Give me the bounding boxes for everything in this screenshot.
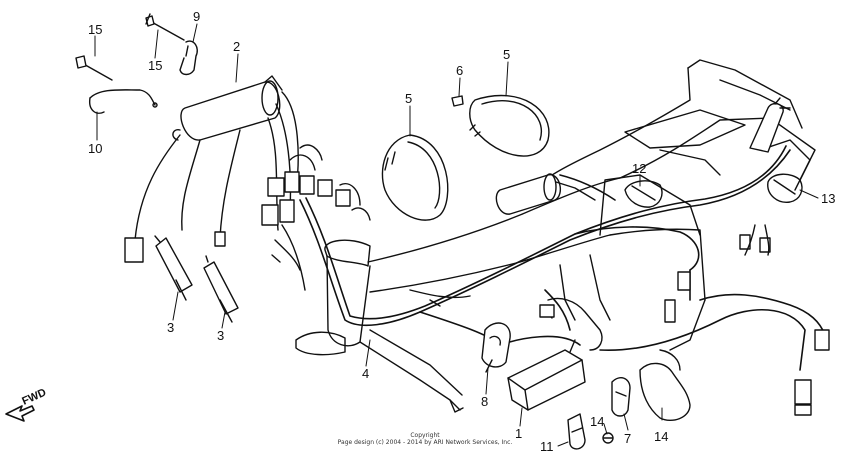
clip-6 — [451, 95, 464, 107]
callout-3-left: 3 — [167, 320, 174, 335]
callout-8: 8 — [481, 394, 488, 409]
harness-band-right — [469, 94, 550, 157]
clamp-9 — [179, 40, 198, 76]
copyright-line-2: Page design (c) 2004 - 2014 by ARI Netwo… — [338, 439, 513, 446]
clamp-7 — [611, 377, 631, 417]
callout-7: 7 — [624, 431, 631, 446]
callout-14-right: 14 — [654, 429, 668, 444]
screw-14-lower — [602, 432, 614, 444]
relay — [749, 97, 791, 153]
callout-9: 9 — [193, 9, 200, 24]
callout-15-left: 15 — [88, 22, 102, 37]
bolt-15-upper — [145, 13, 185, 41]
callout-4: 4 — [362, 366, 369, 381]
fwd-arrow-icon — [5, 405, 35, 422]
callout-2: 2 — [233, 39, 240, 54]
callout-11: 11 — [540, 439, 554, 454]
ignition-coil — [124, 75, 299, 263]
clip-11 — [567, 413, 586, 450]
band-12 — [624, 180, 663, 208]
band-13 — [767, 173, 803, 203]
condenser — [495, 173, 596, 215]
callout-6: 6 — [456, 63, 463, 78]
callout-15-upper: 15 — [148, 58, 162, 73]
harness-band-left — [381, 134, 449, 221]
wire-10 — [89, 89, 158, 114]
main-wire-harness — [299, 145, 826, 371]
harness-connectors — [429, 224, 830, 416]
spark-plug-caps — [154, 235, 239, 323]
fwd-label: FWD — [20, 387, 48, 408]
callout-labels: 15 15 9 2 10 3 3 6 5 5 12 13 4 8 1 14 7 … — [20, 9, 835, 454]
callout-leaders — [94, 23, 819, 447]
callout-12: 12 — [632, 161, 646, 176]
cdi-unit — [507, 297, 603, 411]
bolt-15-left — [75, 55, 113, 81]
copyright-line-1: Copyright — [410, 432, 440, 439]
frame — [295, 59, 816, 422]
callout-5-right: 5 — [503, 47, 510, 62]
callout-10: 10 — [88, 141, 102, 156]
bracket-8 — [481, 322, 511, 373]
connector-cluster — [261, 144, 371, 291]
callout-13: 13 — [821, 191, 835, 206]
callout-14-screw: 14 — [590, 414, 604, 429]
callout-5-left: 5 — [405, 91, 412, 106]
callout-1: 1 — [515, 426, 522, 441]
callout-3-right: 3 — [217, 328, 224, 343]
